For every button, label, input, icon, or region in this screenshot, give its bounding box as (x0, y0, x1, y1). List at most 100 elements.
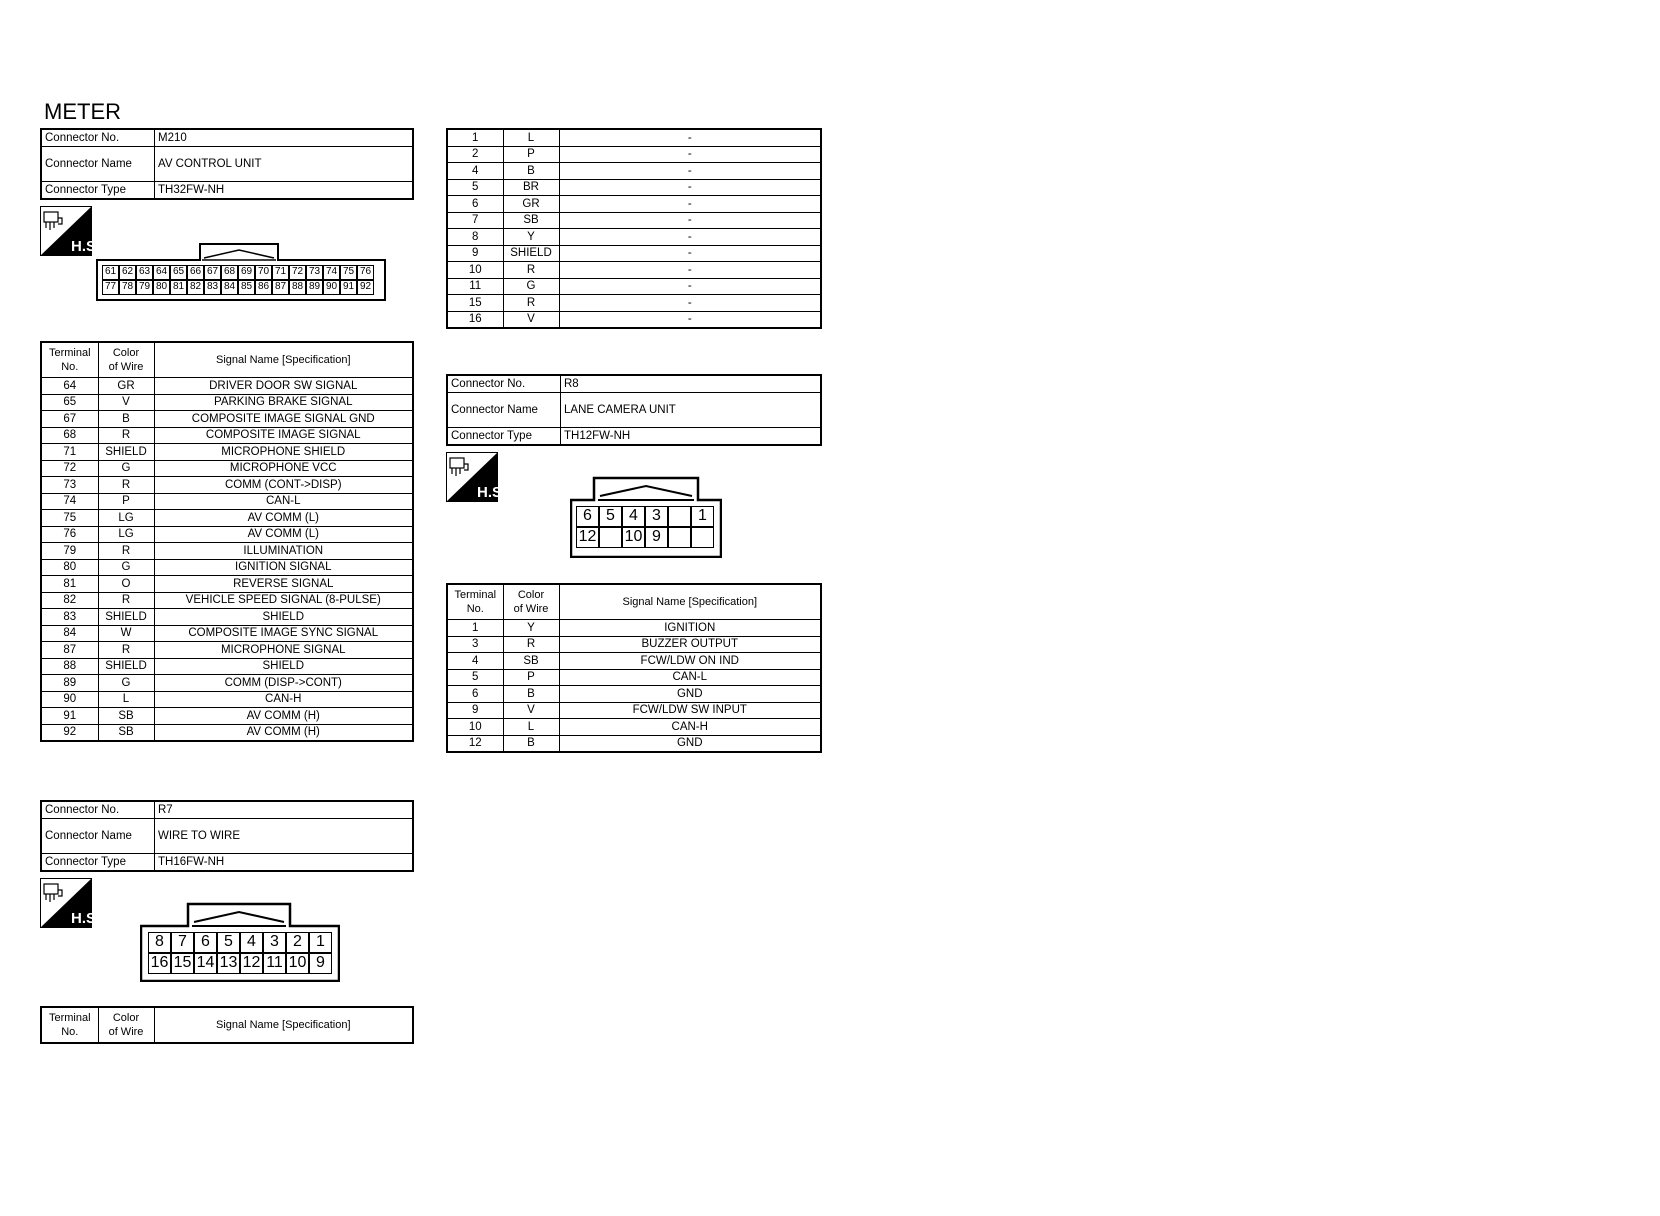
wire-color-cell: B (502, 685, 560, 703)
connector-pin: 7 (171, 932, 194, 953)
terminal-cell: 81 (40, 575, 99, 593)
terminal-cell: 4 (446, 652, 504, 670)
signal-name-cell: FCW/LDW SW INPUT (558, 701, 822, 719)
hs-badge-text: H.S. (71, 910, 92, 927)
wire-color-cell: V (502, 701, 560, 719)
wire-color-cell: R (97, 591, 155, 609)
connector-name-label: Connector Name (40, 146, 155, 182)
signal-name-cell: MICROPHONE SHIELD (153, 443, 414, 461)
wire-color-cell: B (502, 162, 560, 180)
connector-no-label: Connector No. (40, 128, 155, 147)
connector-pin: 75 (340, 265, 357, 280)
connector-pin: 81 (170, 280, 187, 295)
wire-color-cell: R (97, 426, 155, 444)
signal-name-cell: GND (558, 685, 822, 703)
connector-pin: 13 (217, 953, 240, 974)
terminal-cell: 3 (446, 635, 504, 653)
connector-pin: 72 (289, 265, 306, 280)
signal-name-cell: - (558, 228, 822, 246)
wire-color-cell: SHIELD (97, 443, 155, 461)
signal-name-cell: MICROPHONE VCC (153, 459, 414, 477)
r8-connector-housing (570, 476, 722, 558)
signal-name-cell: DRIVER DOOR SW SIGNAL (153, 377, 414, 395)
wire-color-cell: G (97, 558, 155, 576)
terminal-cell: 9 (446, 701, 504, 719)
hs-badge-text: H.S. (477, 484, 498, 501)
connector-pin: 2 (286, 932, 309, 953)
wire-color-cell: G (97, 459, 155, 477)
connector-pin (668, 506, 691, 527)
signal-name-cell: ILLUMINATION (153, 542, 414, 560)
signal-name-cell: COMM (CONT->DISP) (153, 476, 414, 494)
wire-color-cell: L (502, 718, 560, 736)
connector-no-value: R8 (560, 374, 822, 393)
wire-color-cell: P (97, 492, 155, 510)
terminal-cell: 73 (40, 476, 99, 494)
terminal-cell: 92 (40, 723, 99, 742)
terminal-cell: 16 (446, 310, 504, 329)
hs-harness-side-icon: H.S. (40, 878, 92, 928)
connector-pin: 3 (263, 932, 286, 953)
terminal-cell: 11 (446, 277, 504, 295)
connector-type-value: TH12FW-NH (560, 427, 822, 446)
connector-name-value: AV CONTROL UNIT (154, 146, 414, 182)
signal-name-cell: VEHICLE SPEED SIGNAL (8-PULSE) (153, 591, 414, 609)
wire-color-cell: V (502, 310, 560, 329)
signal-name-cell: - (558, 162, 822, 180)
connector-pin: 71 (272, 265, 289, 280)
connector-no-value: M210 (154, 128, 414, 147)
connector-pin: 85 (238, 280, 255, 295)
connector-pin: 14 (194, 953, 217, 974)
terminal-cell: 88 (40, 657, 99, 675)
hs-badge-text: H.S. (71, 238, 92, 255)
connector-pin: 4 (622, 506, 645, 527)
terminal-cell: 5 (446, 668, 504, 686)
connector-type-value: TH16FW-NH (154, 853, 414, 872)
connector-pin: 68 (221, 265, 238, 280)
wire-color-cell: Y (502, 619, 560, 637)
connector-pin: 79 (136, 280, 153, 295)
terminal-cell: 71 (40, 443, 99, 461)
connector-pin: 73 (306, 265, 323, 280)
connector-pin: 5 (599, 506, 622, 527)
signal-name-cell: BUZZER OUTPUT (558, 635, 822, 653)
r8-info-table: Connector No. R8 Connector Name LANE CAM… (446, 374, 822, 446)
connector-name-value: WIRE TO WIRE (154, 818, 414, 854)
terminal-cell: 10 (446, 718, 504, 736)
wire-color-cell: L (502, 128, 560, 147)
connector-pin: 9 (309, 953, 332, 974)
hs-harness-side-icon: H.S. (446, 452, 498, 502)
terminal-cell: 65 (40, 393, 99, 411)
connector-pin: 61 (102, 265, 119, 280)
connector-pin: 12 (240, 953, 263, 974)
wire-color-cell: P (502, 668, 560, 686)
connector-pin: 84 (221, 280, 238, 295)
connector-pin: 67 (204, 265, 221, 280)
terminal-cell: 5 (446, 178, 504, 196)
connector-pin: 69 (238, 265, 255, 280)
connector-pin: 88 (289, 280, 306, 295)
wire-color-cell: LG (97, 509, 155, 527)
